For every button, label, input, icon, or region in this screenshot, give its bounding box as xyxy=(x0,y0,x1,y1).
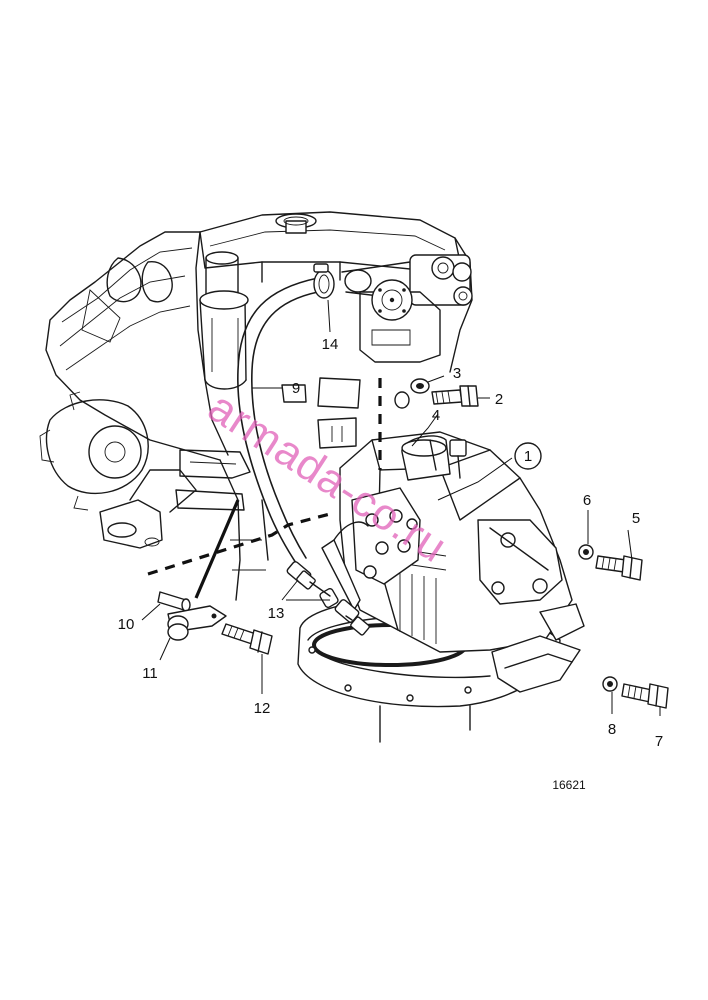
bolt-5 xyxy=(595,555,643,581)
label-part-2: 2 xyxy=(495,391,503,408)
label-part-7: 7 xyxy=(655,733,663,750)
washer-8 xyxy=(602,676,618,692)
label-part-1: 1 xyxy=(524,448,532,465)
clevis-11 xyxy=(167,605,227,641)
label-part-13: 13 xyxy=(268,605,285,622)
unions-13 xyxy=(286,561,370,636)
label-part-6: 6 xyxy=(583,492,591,509)
pin-10 xyxy=(157,591,191,612)
leader-lines xyxy=(141,299,661,716)
label-part-10: 10 xyxy=(118,616,135,633)
reverse-gear-housing xyxy=(297,431,585,743)
label-part-14: 14 xyxy=(322,336,339,353)
label-part-4: 4 xyxy=(432,407,440,424)
washer-3 xyxy=(410,378,430,394)
hose-clamp-14 xyxy=(313,263,335,299)
label-part-8: 8 xyxy=(608,721,616,738)
label-part-5: 5 xyxy=(632,510,640,527)
bolt-12 xyxy=(221,623,273,655)
bolt-2 xyxy=(431,385,479,407)
label-part-11: 11 xyxy=(142,665,158,682)
label-part-9: 9 xyxy=(292,380,300,397)
part-labels: 1 2 3 4 5 6 7 8 9 10 11 12 13 14 xyxy=(118,336,664,750)
label-part-3: 3 xyxy=(453,365,461,382)
label-part-12: 12 xyxy=(254,700,271,717)
bolt-7 xyxy=(621,683,669,709)
assembly-guide-lines xyxy=(147,378,382,599)
figure-number: 16621 xyxy=(552,778,586,792)
engine-block xyxy=(39,211,473,601)
washer-6 xyxy=(578,544,594,560)
